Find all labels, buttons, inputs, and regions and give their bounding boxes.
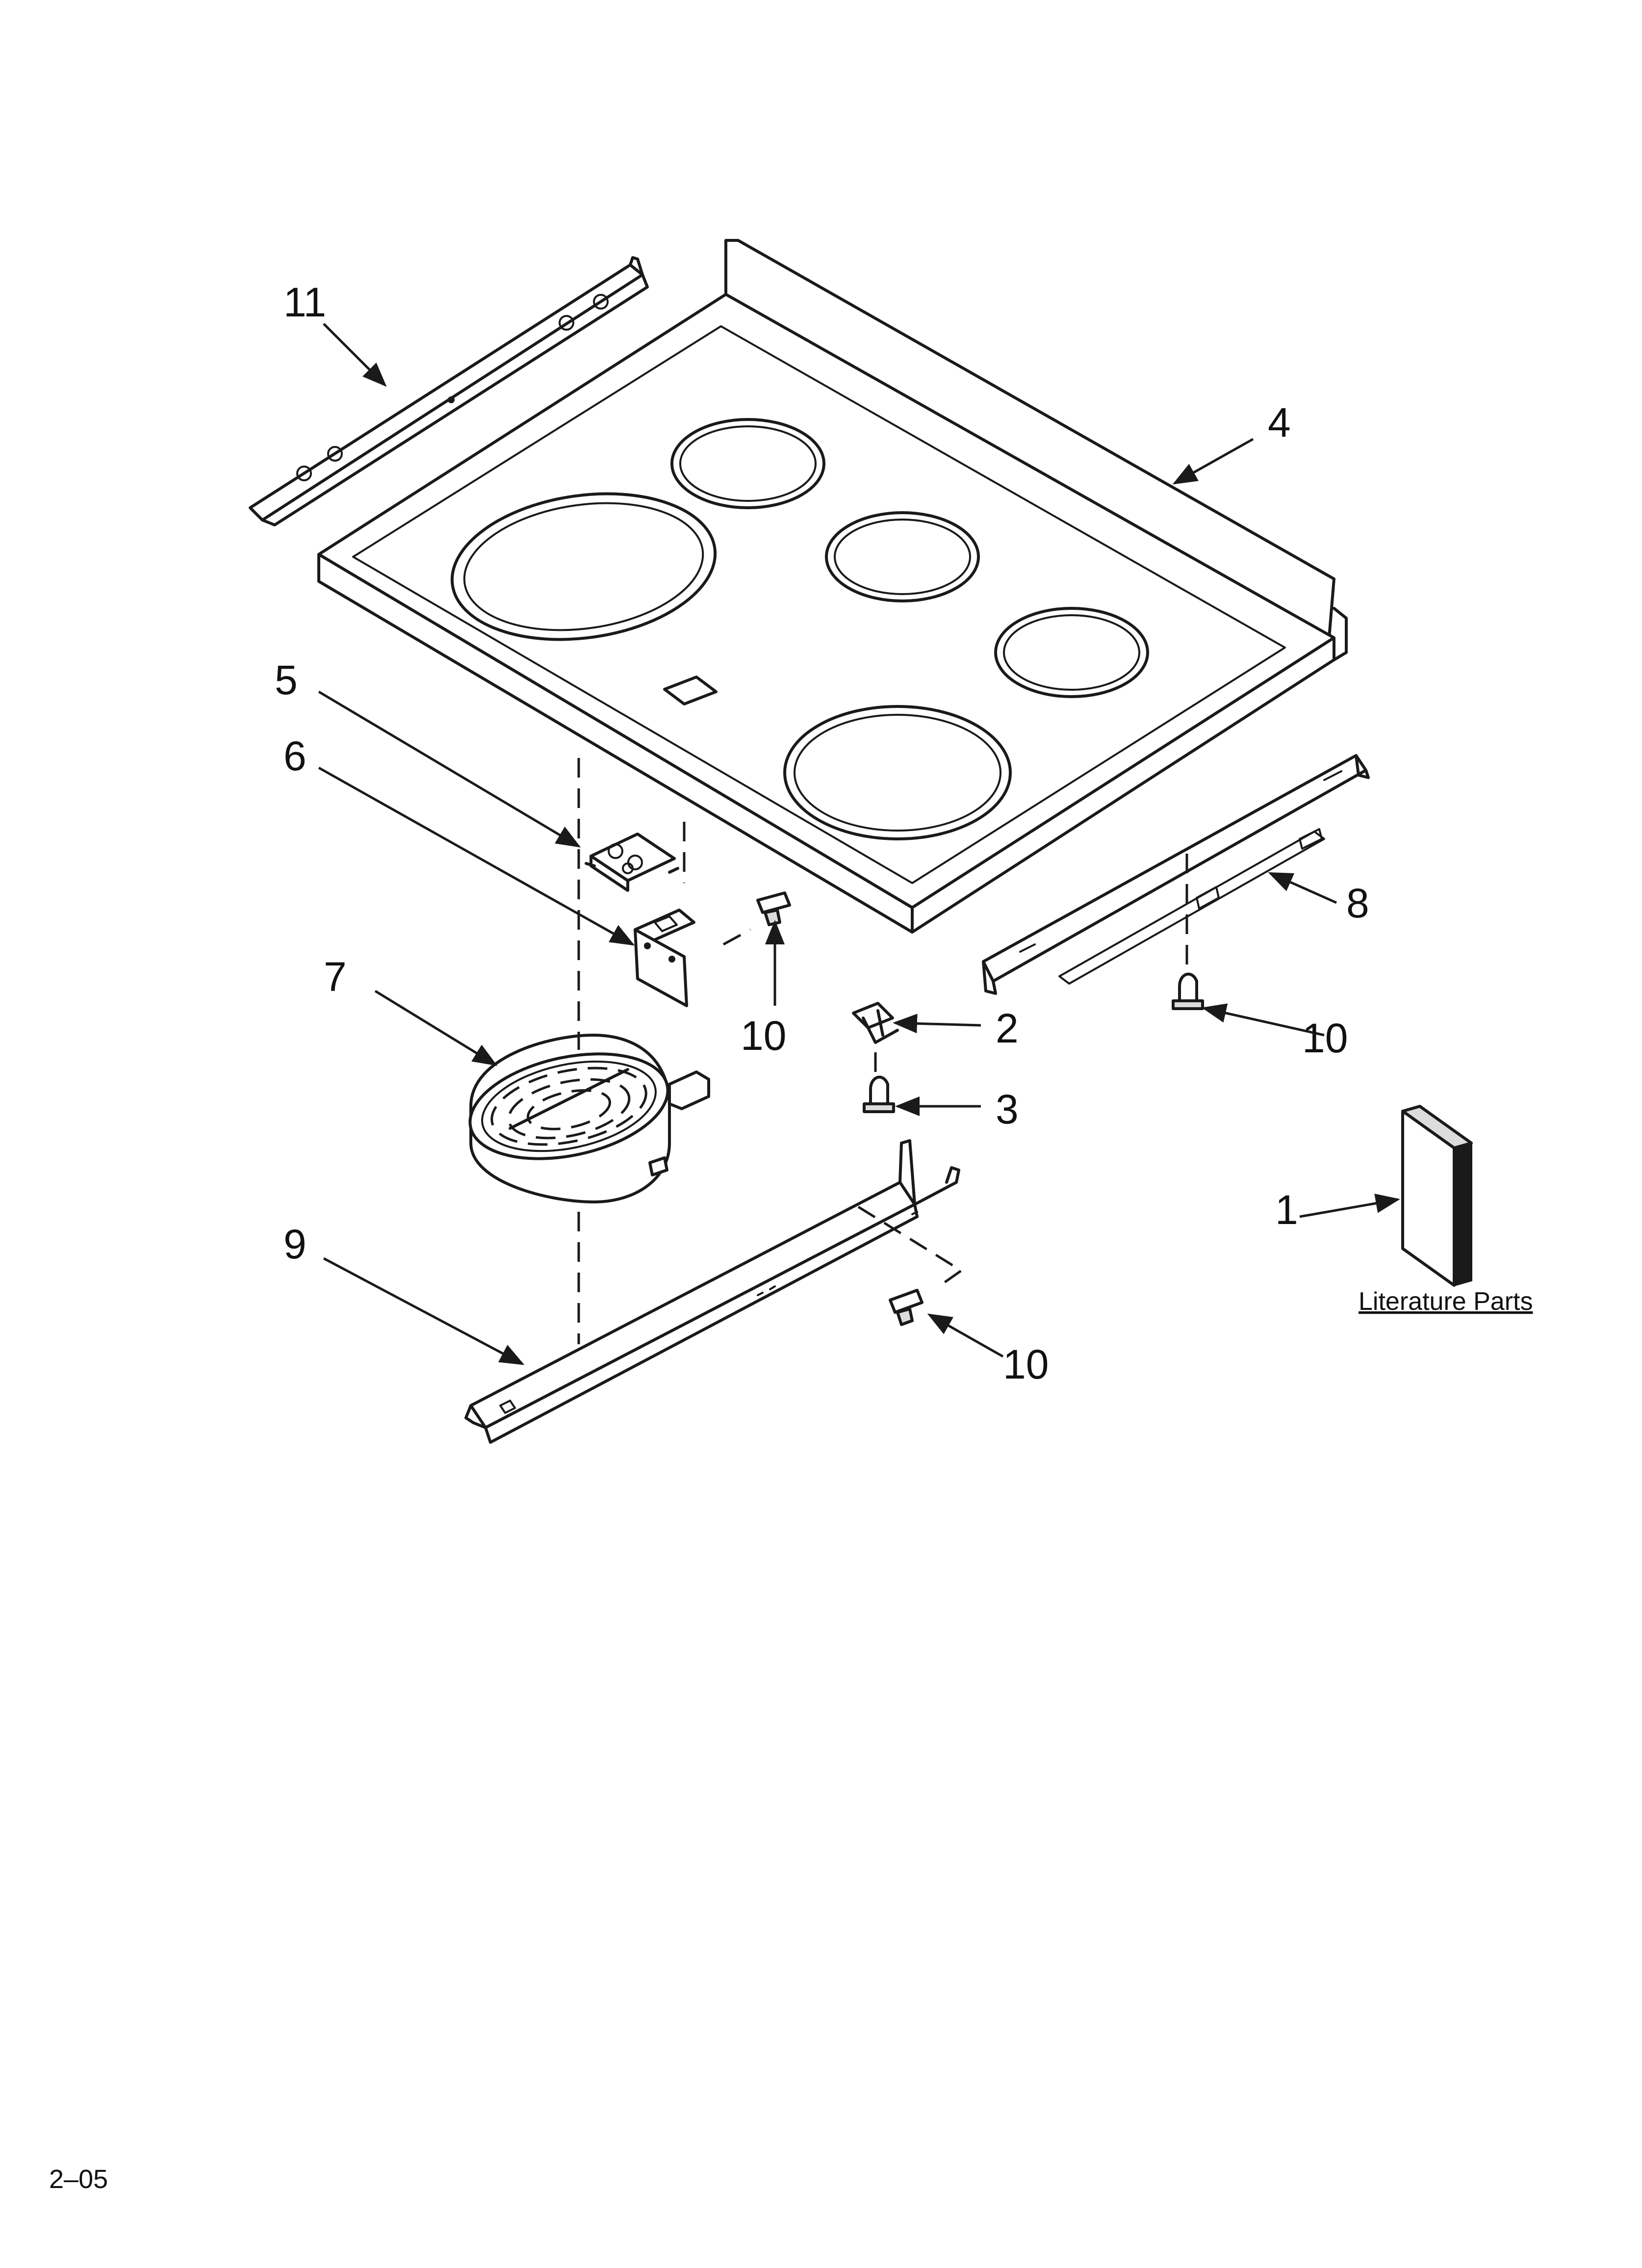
side-bracket-part-8 [982,754,1370,995]
lower-bracket-part-9 [464,1139,960,1444]
screw-part-10-lower [889,1289,924,1326]
literature-book-part-1 [1401,1105,1473,1287]
rear-bracket-part-11 [249,256,649,526]
callout-5: 5 [275,657,298,703]
callout-labels: 11 4 5 6 10 7 2 3 10 8 1 9 10 Literature… [49,279,1533,2194]
terminal-block-part-5 [585,833,679,892]
screw-part-3 [863,1075,895,1113]
page-code: 2–05 [49,2164,108,2194]
alignment-lines [577,758,1188,1344]
callout-10-lower: 10 [1003,1341,1049,1387]
radiant-element-part-7 [468,1034,710,1203]
mounting-plate-part-6 [634,909,695,1007]
leader-arrows [318,323,1400,1365]
callout-10-right: 10 [1302,1015,1348,1061]
literature-parts-label: Literature Parts [1359,1287,1533,1316]
callout-7: 7 [324,954,347,1000]
screw-part-10-upper [756,891,791,926]
callout-3: 3 [996,1086,1019,1132]
callout-9: 9 [283,1221,307,1267]
callout-6: 6 [283,733,307,779]
callout-2: 2 [996,1005,1019,1051]
callout-1: 1 [1275,1187,1298,1233]
screw-part-10-right [1172,972,1204,1010]
cooktop-part-4 [317,239,1348,934]
callout-8: 8 [1346,880,1369,926]
callout-11: 11 [283,279,326,325]
callout-10-upper: 10 [741,1013,786,1059]
clip-part-2 [852,1002,899,1044]
callout-4: 4 [1268,399,1291,445]
